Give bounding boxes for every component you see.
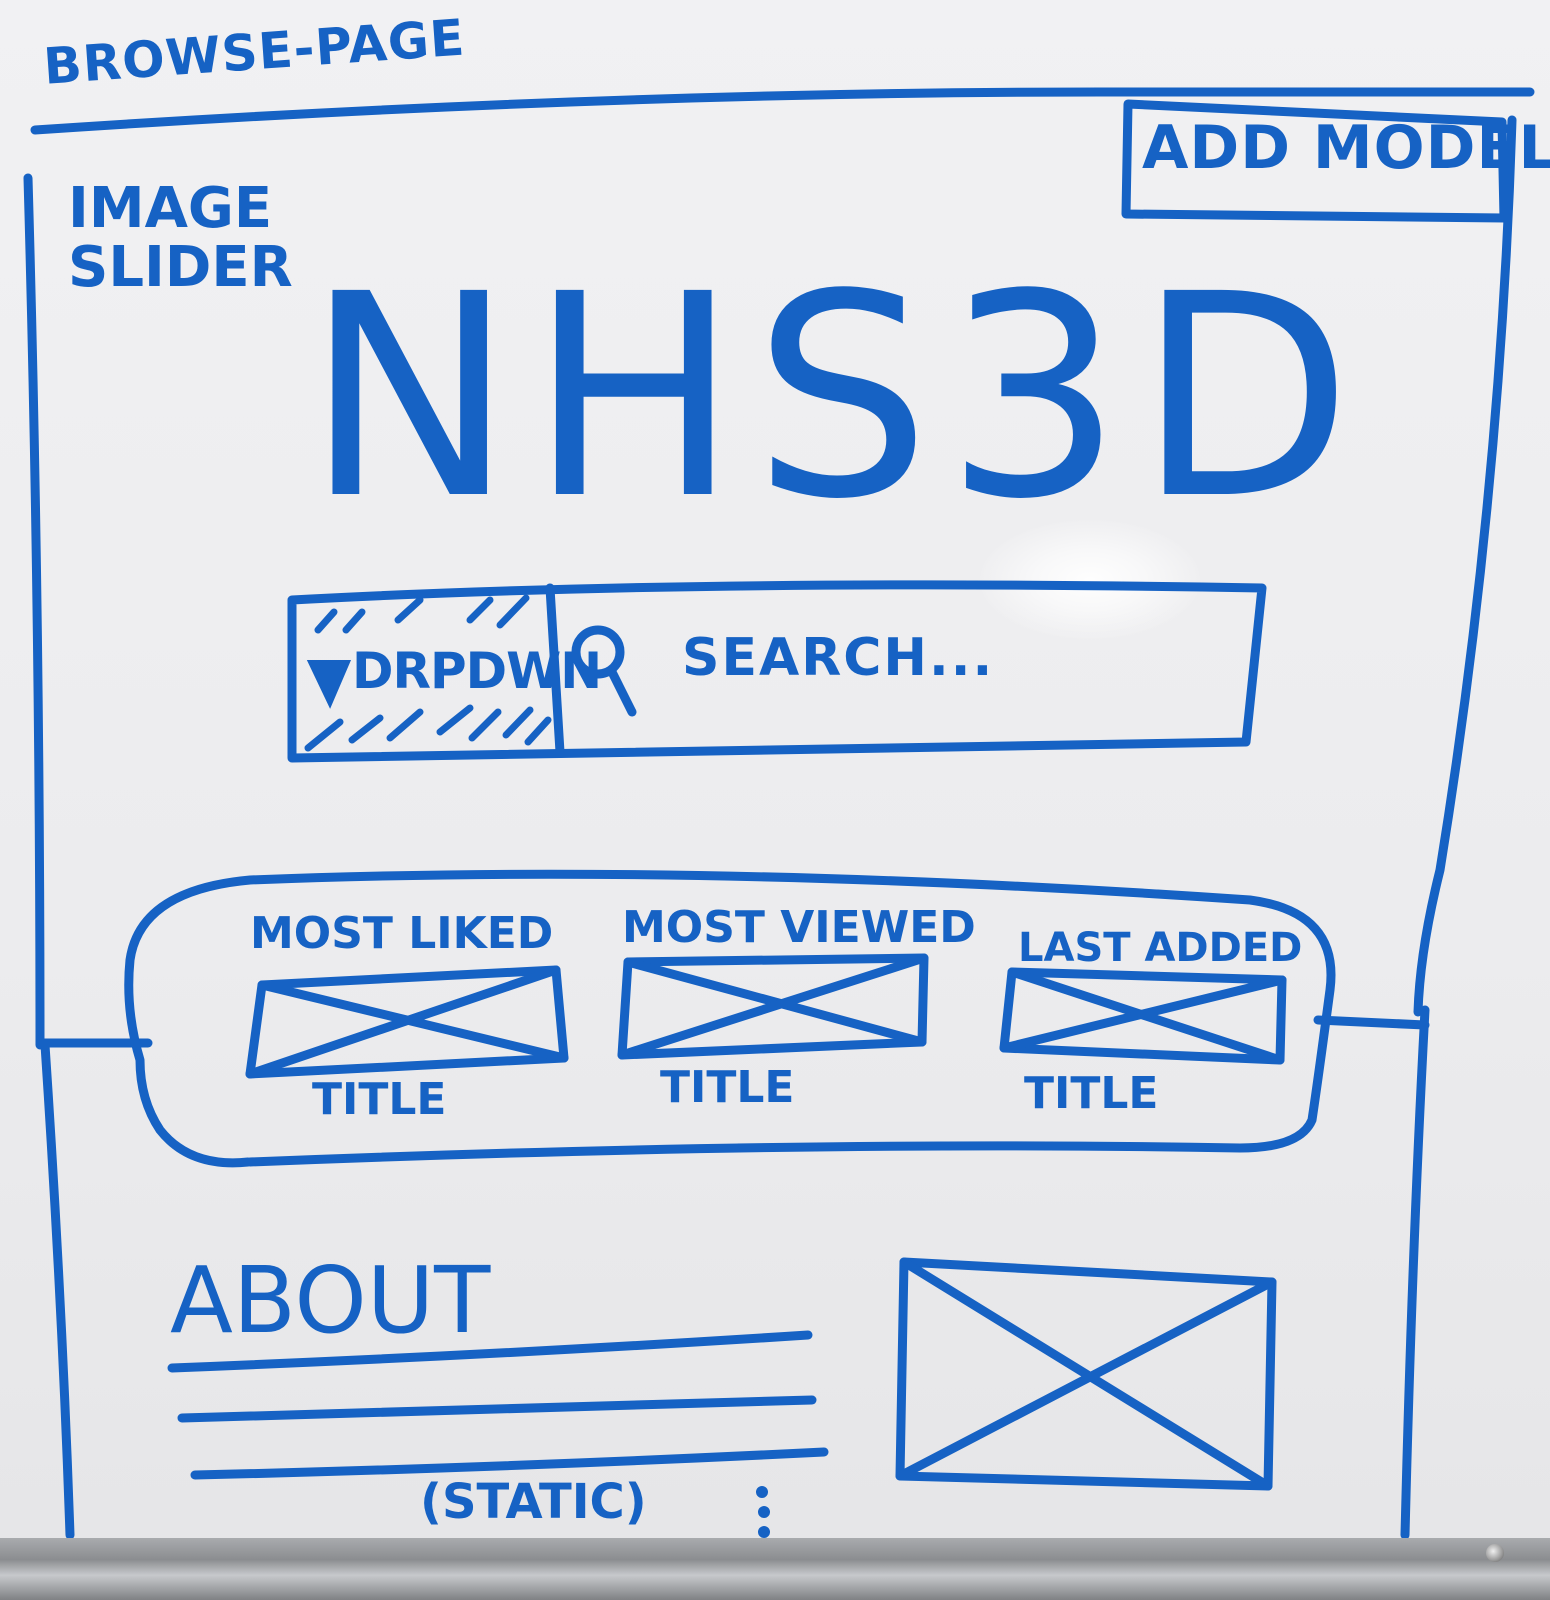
card-title[interactable]: TITLE — [660, 1062, 795, 1113]
about-heading: ABOUT — [170, 1247, 491, 1354]
whiteboard-glare — [980, 520, 1200, 640]
site-logo: NHS3D — [305, 235, 1367, 561]
image-slider-label-line2: SLIDER — [68, 234, 293, 300]
image-placeholder-icon — [245, 965, 569, 1079]
section-heading-most-viewed: MOST VIEWED — [622, 902, 976, 953]
add-model-box — [1121, 99, 1509, 223]
search-bar-outline — [287, 580, 1267, 763]
about-underline — [167, 1330, 813, 1373]
dropdown-divider — [545, 583, 565, 757]
card-title[interactable]: TITLE — [1024, 1068, 1159, 1119]
image-placeholder-icon — [617, 953, 929, 1060]
image-slider-label: IMAGE SLIDER — [68, 176, 293, 300]
about-text-line — [177, 1395, 817, 1423]
content-frame-left — [40, 1040, 75, 1540]
search-category-dropdown[interactable]: DRPDWN — [352, 642, 602, 700]
header-frame-left — [23, 173, 45, 1050]
dropdown-hatching — [304, 594, 552, 752]
page-frame-top — [30, 87, 1535, 135]
image-slider-label-line1: IMAGE — [68, 176, 273, 241]
static-note: (STATIC) — [420, 1474, 647, 1530]
header-frame-right — [1413, 115, 1517, 1017]
section-heading-most-liked: MOST LIKED — [250, 908, 554, 959]
search-input[interactable]: SEARCH... — [682, 628, 995, 688]
image-placeholder-icon — [895, 1257, 1277, 1491]
about-text-line — [190, 1447, 829, 1480]
whiteboard-tray — [0, 1538, 1550, 1600]
screw-icon — [1486, 1544, 1504, 1562]
header-frame-bottom-right — [1313, 1015, 1430, 1030]
more-ellipsis — [756, 1486, 770, 1538]
section-heading-last-added: LAST ADDED — [1018, 925, 1303, 971]
search-icon[interactable] — [571, 625, 637, 717]
dropdown-triangle-icon[interactable] — [306, 660, 352, 709]
content-frame-right — [1400, 1005, 1430, 1540]
image-placeholder-icon — [999, 967, 1287, 1065]
whiteboard — [0, 0, 1550, 1540]
featured-container — [124, 869, 1336, 1168]
add-model-button[interactable]: ADD MODEL — [1142, 113, 1550, 183]
card-title[interactable]: TITLE — [312, 1074, 447, 1125]
